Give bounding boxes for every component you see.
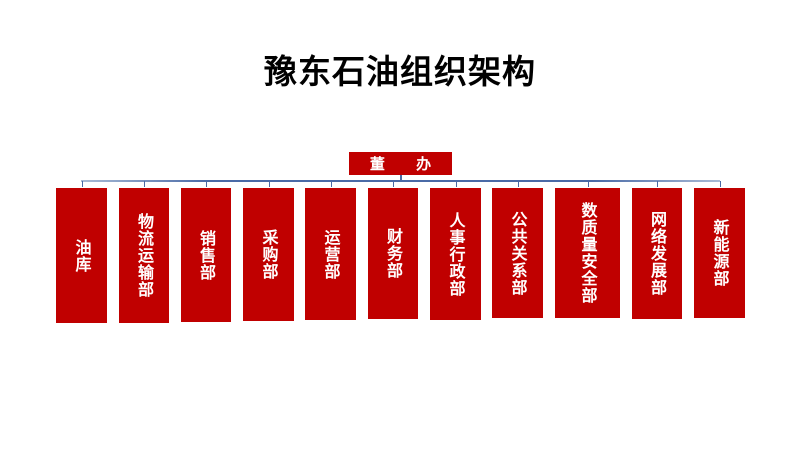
page-title: 豫东石油组织架构: [264, 52, 536, 91]
connector-tick: [82, 181, 83, 187]
department-box: 数质量安全部: [555, 188, 620, 318]
connector-tick: [269, 181, 270, 187]
connector-tick: [657, 181, 658, 187]
department-box: 采购部: [243, 188, 294, 321]
connector-tick: [456, 181, 457, 187]
department-box: 销售部: [181, 188, 231, 322]
connector-tick: [393, 181, 394, 187]
connector-horizontal: [81, 180, 720, 182]
connector-tick: [720, 181, 721, 187]
department-box: 物流运输部: [119, 188, 169, 323]
connector-tick: [331, 181, 332, 187]
board-office-box: 董 办: [349, 152, 452, 175]
department-box: 人事行政部: [430, 188, 481, 320]
connector-tick: [588, 181, 589, 187]
connector-vertical: [400, 175, 402, 181]
department-box: 油库: [56, 188, 107, 323]
department-box: 运营部: [305, 188, 356, 320]
connector-tick: [144, 181, 145, 187]
department-box: 财务部: [368, 188, 418, 319]
connector-tick: [206, 181, 207, 187]
department-box: 网络发展部: [632, 188, 682, 319]
department-box: 公共关系部: [492, 188, 543, 318]
department-box: 新能源部: [694, 188, 745, 318]
connector-tick: [518, 181, 519, 187]
